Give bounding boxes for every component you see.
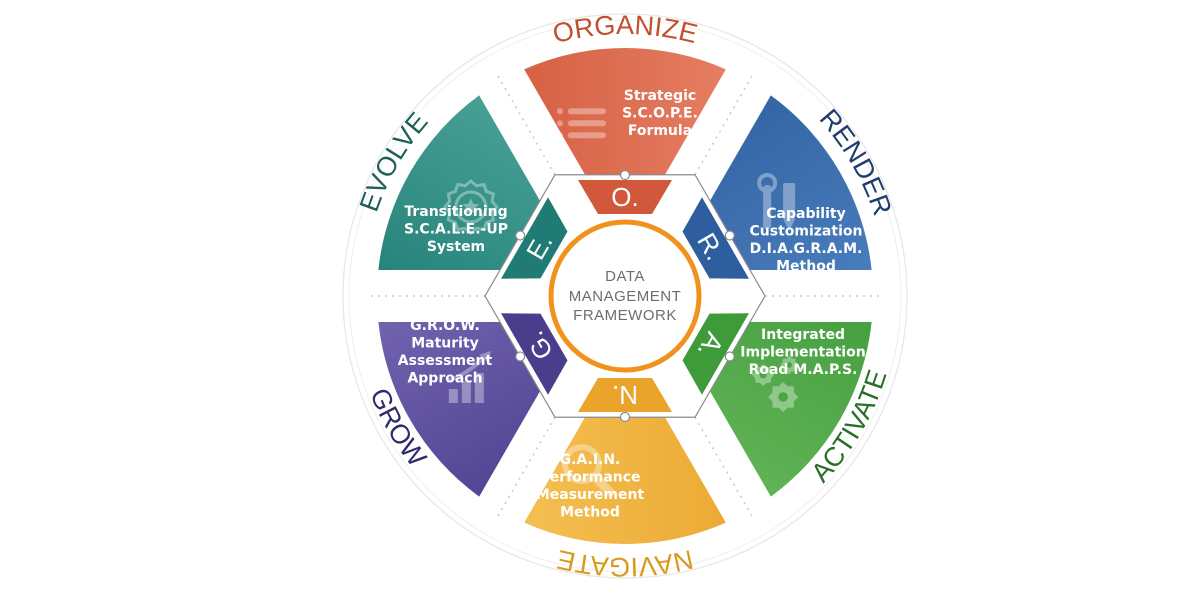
arc-label-organize: ORGANIZE bbox=[550, 10, 701, 49]
segment-render-line-3: D.I.A.G.R.A.M. bbox=[750, 241, 863, 257]
inner-block-navigate: N. bbox=[578, 378, 672, 412]
segment-activate-line-3: Road M.A.P.S. bbox=[749, 362, 858, 378]
inner-trapezoid-render bbox=[682, 197, 749, 279]
segment-shape-evolve bbox=[378, 95, 543, 270]
segment-render-line-1: Capability bbox=[766, 206, 845, 222]
inner-block-evolve: E. bbox=[501, 197, 568, 279]
segment-navigate-line-1: G.A.I.N. bbox=[560, 452, 621, 468]
growth-chart-icon bbox=[446, 351, 491, 403]
gap-dotted-line bbox=[495, 72, 563, 188]
center-line-3: FRAMEWORK bbox=[573, 307, 677, 324]
inner-trapezoid-evolve bbox=[501, 197, 568, 279]
segment-evolve-line-3: System bbox=[427, 239, 485, 255]
inner-block-organize: O. bbox=[578, 180, 672, 214]
badge-star-icon bbox=[442, 179, 499, 235]
segment-organize-line-2: S.C.O.P.E. bbox=[622, 106, 698, 122]
magnifier-icon bbox=[561, 444, 615, 497]
inner-trapezoid-organize bbox=[578, 180, 672, 214]
segment-organize-line-3: Formula bbox=[628, 123, 692, 139]
arc-label-navigate: NAVIGATE bbox=[554, 544, 696, 582]
connector-dot bbox=[619, 169, 631, 181]
segment-grow-line-1: G.R.O.W. bbox=[410, 318, 480, 334]
segment-render-line-4: Method bbox=[776, 259, 836, 275]
segment-grow-line-3: Assessment bbox=[398, 353, 493, 369]
segment-evolve-line-2: S.C.A.L.E.-UP bbox=[404, 222, 508, 238]
outer-ring-line-inner bbox=[348, 19, 902, 573]
segment-render-line-2: Customization bbox=[750, 224, 863, 240]
segment-shape-grow bbox=[378, 322, 543, 497]
segment-navigate-line-4: Method bbox=[560, 505, 620, 521]
segment-grow-line-4: Approach bbox=[407, 371, 482, 387]
center-line-2: MANAGEMENT bbox=[569, 288, 682, 305]
inner-trapezoid-activate bbox=[682, 313, 749, 395]
center-ring bbox=[548, 219, 702, 373]
connector-dot bbox=[515, 351, 526, 362]
inner-trapezoid-grow bbox=[501, 313, 568, 395]
gap-dotted-line bbox=[495, 404, 563, 520]
segment-shape-activate bbox=[707, 322, 872, 497]
segment-evolve-line-1: Transitioning bbox=[404, 204, 507, 220]
segment-shape-navigate bbox=[524, 412, 726, 544]
segment-organize-line-1: Strategic bbox=[624, 88, 696, 104]
center-circle: DATA MANAGEMENT FRAMEWORK bbox=[548, 219, 702, 373]
gap-dotted-line bbox=[687, 72, 755, 188]
list-icon bbox=[556, 108, 606, 139]
segment-activate-line-1: Integrated bbox=[761, 327, 845, 343]
segment-navigate-line-3: Measurement bbox=[536, 487, 645, 503]
segments: StrategicS.C.O.P.E.FormulaCapabilityCust… bbox=[378, 48, 872, 544]
segment-grow-line-2: Maturity bbox=[411, 336, 479, 352]
segment-shape-render bbox=[707, 95, 872, 270]
outer-ring-line bbox=[342, 13, 908, 579]
inner-letter-organize: O. bbox=[611, 182, 638, 212]
inner-trapezoid-navigate bbox=[578, 378, 672, 412]
connector-dot bbox=[619, 411, 631, 423]
gap-dotted-line bbox=[687, 404, 755, 520]
segment-navigate-line-2: Performance bbox=[539, 470, 640, 486]
tools-icon bbox=[757, 173, 796, 231]
segment-shape-organize bbox=[524, 48, 726, 180]
connector-dot bbox=[724, 230, 735, 241]
outer-rings bbox=[342, 13, 908, 579]
connector-dot bbox=[724, 351, 735, 362]
gears-icon bbox=[752, 356, 799, 412]
inner-letter-navigate: N. bbox=[612, 380, 638, 410]
segment-activate-line-2: Implementation bbox=[740, 345, 865, 361]
connector-dot bbox=[515, 230, 526, 241]
center-line-1: DATA bbox=[605, 268, 645, 285]
